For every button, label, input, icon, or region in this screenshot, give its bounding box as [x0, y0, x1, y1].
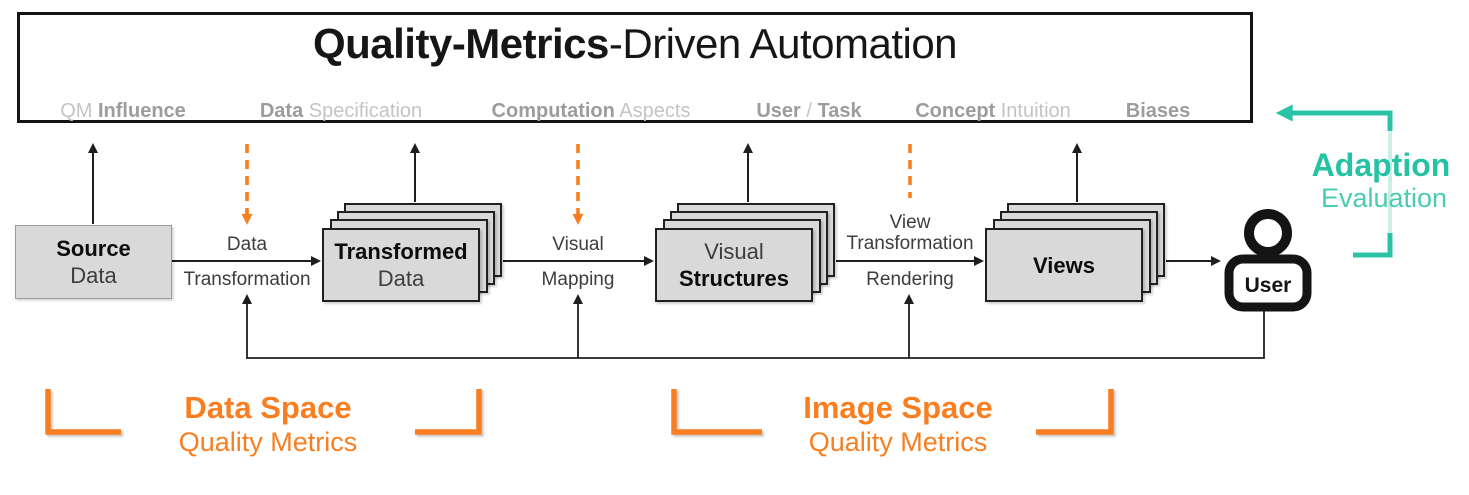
user-icon-body	[1224, 254, 1312, 312]
stage-transformed-data: Transformed Data	[322, 203, 503, 302]
aspect-text: User	[756, 100, 801, 122]
stage-label: Source	[56, 236, 131, 261]
automation-title: Quality-Metrics-Driven Automation	[20, 21, 1250, 67]
transition-text: Mapping	[541, 269, 615, 290]
aspect-text: Data	[259, 100, 304, 122]
transition-above-visual: Visual	[552, 234, 603, 255]
transition-text: Rendering	[866, 269, 954, 290]
stage-label: Transformed	[334, 239, 468, 264]
user-icon-head	[1244, 209, 1292, 257]
stage-label: Data	[70, 263, 117, 288]
data-space-subtitle: Quality Metrics	[178, 427, 358, 457]
transition-text: Transformation	[846, 233, 974, 254]
aspect-text: Intuition	[995, 100, 1071, 122]
transition-text: Visual	[552, 234, 604, 255]
transition-above-view-transformation: View Transformation	[846, 212, 973, 254]
stage-label: Structures	[678, 266, 790, 291]
user-icon: User	[1224, 209, 1312, 312]
aspect-biases: Biases	[1126, 99, 1191, 123]
aspect-text: Biases	[1125, 100, 1191, 122]
adaption-arrow	[1275, 104, 1393, 131]
aspect-text: Concept	[915, 100, 996, 122]
transition-above-data: Data	[227, 234, 267, 255]
transition-below-rendering: Rendering	[866, 269, 954, 290]
aspect-text: Influence	[97, 100, 186, 122]
image-space-title: Image Space	[803, 390, 993, 425]
stack-card-front: Views	[985, 228, 1143, 302]
image-space-bracket-right	[1036, 389, 1114, 435]
aspect-concept-intuition: Concept Intuition	[915, 99, 1071, 123]
adaption-subtitle: Evaluation	[1320, 183, 1448, 213]
aspect-text: Aspects	[614, 100, 691, 122]
stack-card-front: Visual Structures	[655, 228, 813, 302]
data-space-bracket-left	[45, 389, 121, 435]
aspect-text: QM	[60, 100, 98, 122]
aspect-qm-influence: QM Influence	[60, 99, 186, 123]
aspect-text: Task	[817, 100, 862, 122]
stage-source-data: Source Data	[15, 225, 172, 299]
image-space-subtitle: Quality Metrics	[808, 427, 988, 457]
stage-label: Data	[377, 266, 425, 291]
aspect-computation-aspects: Computation Aspects	[492, 99, 691, 123]
transition-below-transformation: Transformation	[183, 269, 310, 290]
adaption-title: Adaption	[1311, 147, 1451, 183]
stack-card-front: Transformed Data	[322, 228, 480, 302]
automation-title-rest: -Driven Automation	[608, 20, 958, 67]
stage-label: Visual	[704, 239, 764, 264]
aspect-text: Specification	[303, 100, 423, 122]
aspect-text: Computation	[491, 100, 615, 122]
transition-text: Transformation	[183, 269, 311, 290]
aspect-text: /	[800, 100, 818, 122]
aspect-user-task: User / Task	[756, 99, 861, 123]
transition-below-mapping: Mapping	[542, 269, 615, 290]
aspect-data-specification: Data Specification	[260, 99, 422, 123]
stage-visual-structures: Visual Structures	[655, 203, 836, 302]
data-space-bracket-right	[415, 389, 482, 435]
image-space-bracket-left	[671, 389, 762, 435]
feedback-line	[246, 309, 1265, 359]
transition-text: Data	[226, 234, 268, 255]
stage-label: Views	[1033, 252, 1095, 278]
data-space-title: Data Space	[184, 390, 352, 425]
adaption-arrow-tail	[1353, 233, 1393, 258]
automation-box: Quality-Metrics-Driven Automation QM Inf…	[17, 12, 1253, 123]
stage-views: Views	[985, 203, 1166, 302]
transition-text: View	[889, 212, 931, 233]
automation-title-bold: Quality-Metrics	[312, 20, 609, 67]
user-icon-label: User	[1245, 274, 1292, 297]
